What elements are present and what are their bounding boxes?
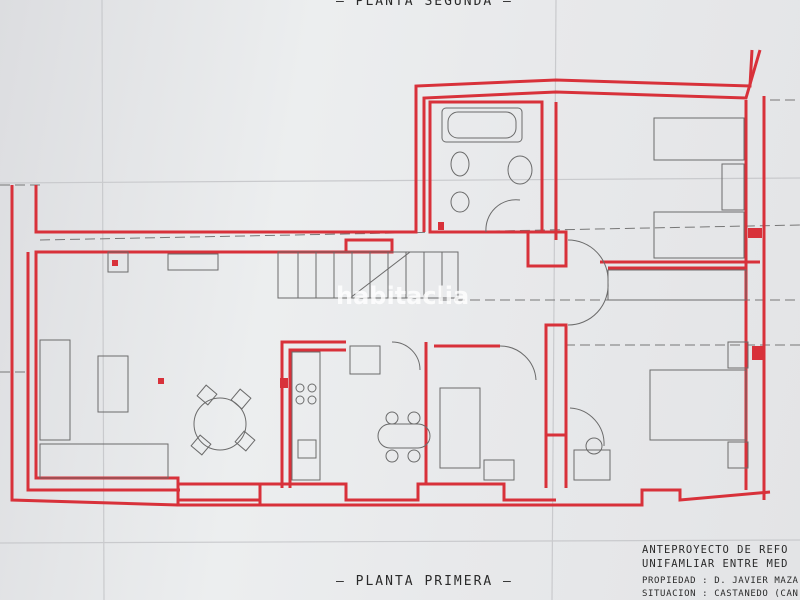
bathroom-wall [428,100,544,234]
bidet [450,191,470,213]
title-block-owner: PROPIEDAD : D. JAVIER MAZA [642,576,799,586]
walls [10,49,771,507]
title-block-line-1: ANTEPROYECTO DE REFO [642,544,789,556]
plan-title-top: — PLANTA SEGUNDA — [336,0,513,9]
columns [112,222,764,388]
fridge [349,345,381,375]
bed-upper-1 [653,117,745,161]
plan-title-bottom: — PLANTA PRIMERA — [336,574,513,589]
main-outer-wall [34,240,556,502]
staircase [277,251,459,299]
bed-upper-2 [653,211,745,259]
upper-outer-wall [34,49,754,234]
kitchen-table [377,423,431,449]
title-block-location: SITUACION : CASTANEDO (CAN [642,589,799,599]
sofa-bottom [39,443,169,479]
wall-block-4 [176,482,262,507]
fixtures [39,107,749,481]
kitchen-counter [291,351,321,481]
wardrobe [607,269,747,301]
kitchen-inner [288,348,346,488]
watermark-logo: habitaclia [336,282,470,310]
double-bed [649,369,747,441]
bathtub [441,107,523,143]
shelf [167,253,219,271]
wall-block-3 [544,323,568,437]
main-left-wall [26,252,180,492]
sink [507,155,533,185]
sofa-left [39,339,71,441]
title-block-line-2: UNIFAMLIAR ENTRE MED [642,558,789,570]
kitchen-wall [280,340,346,488]
fireplace [107,251,129,273]
wall-block-1 [344,238,394,254]
toilet [450,151,470,177]
round-table [193,397,247,451]
coffee-table [97,355,129,413]
sideboard [439,387,481,469]
construction-lines [0,99,800,373]
upper-inner-wall [422,49,762,232]
wall-block-2 [526,230,568,268]
